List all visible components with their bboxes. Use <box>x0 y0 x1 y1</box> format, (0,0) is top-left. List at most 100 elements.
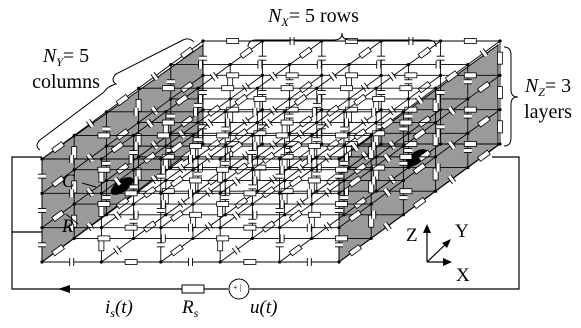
resistor-symbol <box>216 235 230 242</box>
capacitor-symbol <box>463 113 472 119</box>
nx-label: NX= 5 rows <box>268 5 359 29</box>
resistor-symbol <box>497 86 503 99</box>
capacitor-gap <box>210 71 219 81</box>
capacitor-plate <box>386 221 392 229</box>
resistor-symbol <box>243 259 257 265</box>
capacitor-gap <box>38 242 46 247</box>
resistor-symbol <box>280 119 294 126</box>
resistor-symbol <box>404 141 418 147</box>
capacitor-gap <box>150 174 159 184</box>
grid-node <box>99 191 103 195</box>
resistor-symbol <box>115 93 130 107</box>
grid-node <box>347 63 351 67</box>
axis-x-label: X <box>456 265 470 286</box>
axis-z-label: Z <box>406 225 418 246</box>
resistor-symbol <box>124 259 138 265</box>
nz-brace <box>503 46 519 147</box>
capacitor-gap <box>307 258 312 266</box>
capacitor-gap <box>312 107 317 116</box>
grid-node <box>288 97 292 101</box>
capacitor-symbol <box>312 102 321 108</box>
capacitor-symbol <box>252 142 258 151</box>
grid-node <box>137 120 141 125</box>
grid-node <box>434 120 438 125</box>
capacitor-symbol <box>399 126 408 132</box>
grid-node <box>191 133 195 137</box>
capacitor-gap <box>436 90 445 95</box>
series-resistor-symbol <box>181 284 205 294</box>
resistor-symbol <box>298 46 313 59</box>
capacitor-plate <box>447 142 453 150</box>
capacitor-plate <box>269 74 275 82</box>
capacitor-gap <box>166 79 175 84</box>
capacitor-plate <box>479 50 486 58</box>
grid-node <box>439 108 443 112</box>
capacitor-plate <box>231 213 238 221</box>
grid-node <box>260 73 264 77</box>
capacitor-gap <box>113 211 122 221</box>
resistor-symbol <box>275 132 289 139</box>
resistor-symbol <box>348 244 362 257</box>
capacitor-symbol <box>231 176 241 187</box>
capacitor-gap <box>317 129 322 138</box>
capacitor-gap <box>225 118 230 127</box>
capacitor-gap <box>269 71 278 81</box>
resistor-symbol <box>399 153 413 160</box>
grid-node <box>406 166 410 170</box>
rc-network-grid <box>38 37 503 266</box>
capacitor-symbol <box>371 176 377 185</box>
capacitor-symbol <box>198 163 203 172</box>
capacitor-symbol <box>194 171 202 177</box>
grid-node <box>72 202 76 206</box>
capacitor-symbol <box>133 176 139 185</box>
capacitor-plate <box>113 179 119 187</box>
capacitor-leader <box>81 182 97 188</box>
capacitor-symbol <box>156 242 165 248</box>
capacitor-gap <box>134 142 139 151</box>
capacitor-gap <box>242 117 251 126</box>
capacitor-symbol <box>479 48 489 58</box>
capacitor-plate <box>212 71 219 79</box>
capacitor-gap <box>188 155 193 163</box>
grid-node <box>40 157 44 161</box>
capacitor-plate <box>116 176 122 184</box>
resistor-symbol <box>239 46 254 59</box>
capacitor-gap <box>248 150 257 155</box>
grid-node <box>159 157 163 161</box>
grid-node <box>288 63 292 67</box>
capacitor-symbol <box>404 113 413 119</box>
capacitor-gap <box>199 90 207 95</box>
resistor-symbol <box>417 46 432 59</box>
grid-node <box>191 202 195 206</box>
grid-node <box>401 213 405 217</box>
capacitor-gap <box>166 114 175 119</box>
resistor-symbol <box>161 119 175 126</box>
capacitor-symbol <box>177 163 187 174</box>
resistor-symbol <box>335 235 348 242</box>
capacitor-symbol <box>340 195 348 201</box>
capacitor-symbol <box>128 155 134 163</box>
capacitor-plate <box>235 245 241 253</box>
resistor-symbol <box>110 141 125 154</box>
current-arrow <box>58 285 70 293</box>
capacitor-plate <box>387 74 394 82</box>
grid-node <box>196 189 200 193</box>
grid-node <box>320 108 324 112</box>
capacitor-gap <box>252 142 257 151</box>
resistor-symbol <box>288 244 303 257</box>
resistor-symbol <box>207 104 221 117</box>
capacitor-gap <box>404 148 413 153</box>
capacitor-symbol <box>306 258 312 266</box>
grid-node <box>498 39 502 43</box>
grid-node <box>164 178 168 183</box>
grid-node <box>337 157 341 161</box>
resistor-leader <box>65 213 79 225</box>
grid-node <box>315 155 319 159</box>
capacitor-symbol <box>133 107 139 116</box>
capacitor-plate <box>418 95 424 103</box>
capacitor-symbol <box>316 129 322 138</box>
capacitor-symbol <box>113 211 122 221</box>
capacitor-gap <box>275 174 284 179</box>
capacitor-symbol <box>133 142 139 151</box>
capacitor-symbol <box>160 234 166 243</box>
